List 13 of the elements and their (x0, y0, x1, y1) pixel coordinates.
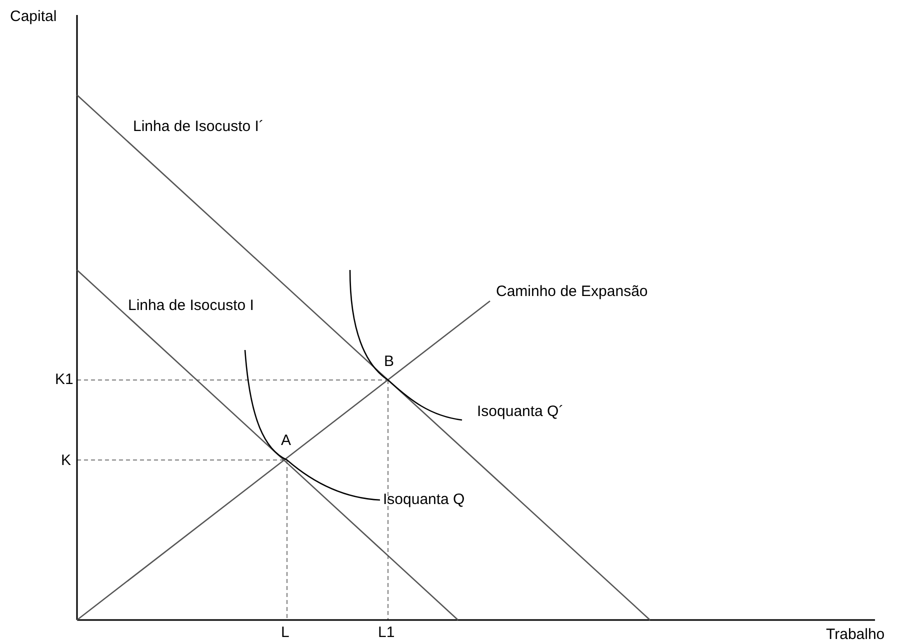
axis-tick-label: L1 (378, 624, 395, 642)
curve-label: Isoquanta Q´ (477, 403, 564, 421)
point-label: B (384, 353, 394, 371)
axis-tick-label: L (281, 624, 290, 642)
curve-label: Isoquanta Q (383, 491, 465, 509)
line-label: Linha de Isocusto I´ (133, 118, 264, 136)
axis-tick-label: K1 (55, 371, 74, 389)
axis-tick-label: K (61, 452, 72, 470)
line-label: Caminho de Expansão (496, 283, 648, 301)
axis-title: Trabalho (826, 626, 885, 644)
point-label: A (281, 432, 292, 450)
line-label: Linha de Isocusto I (128, 297, 254, 315)
axis-title: Capital (10, 8, 57, 26)
